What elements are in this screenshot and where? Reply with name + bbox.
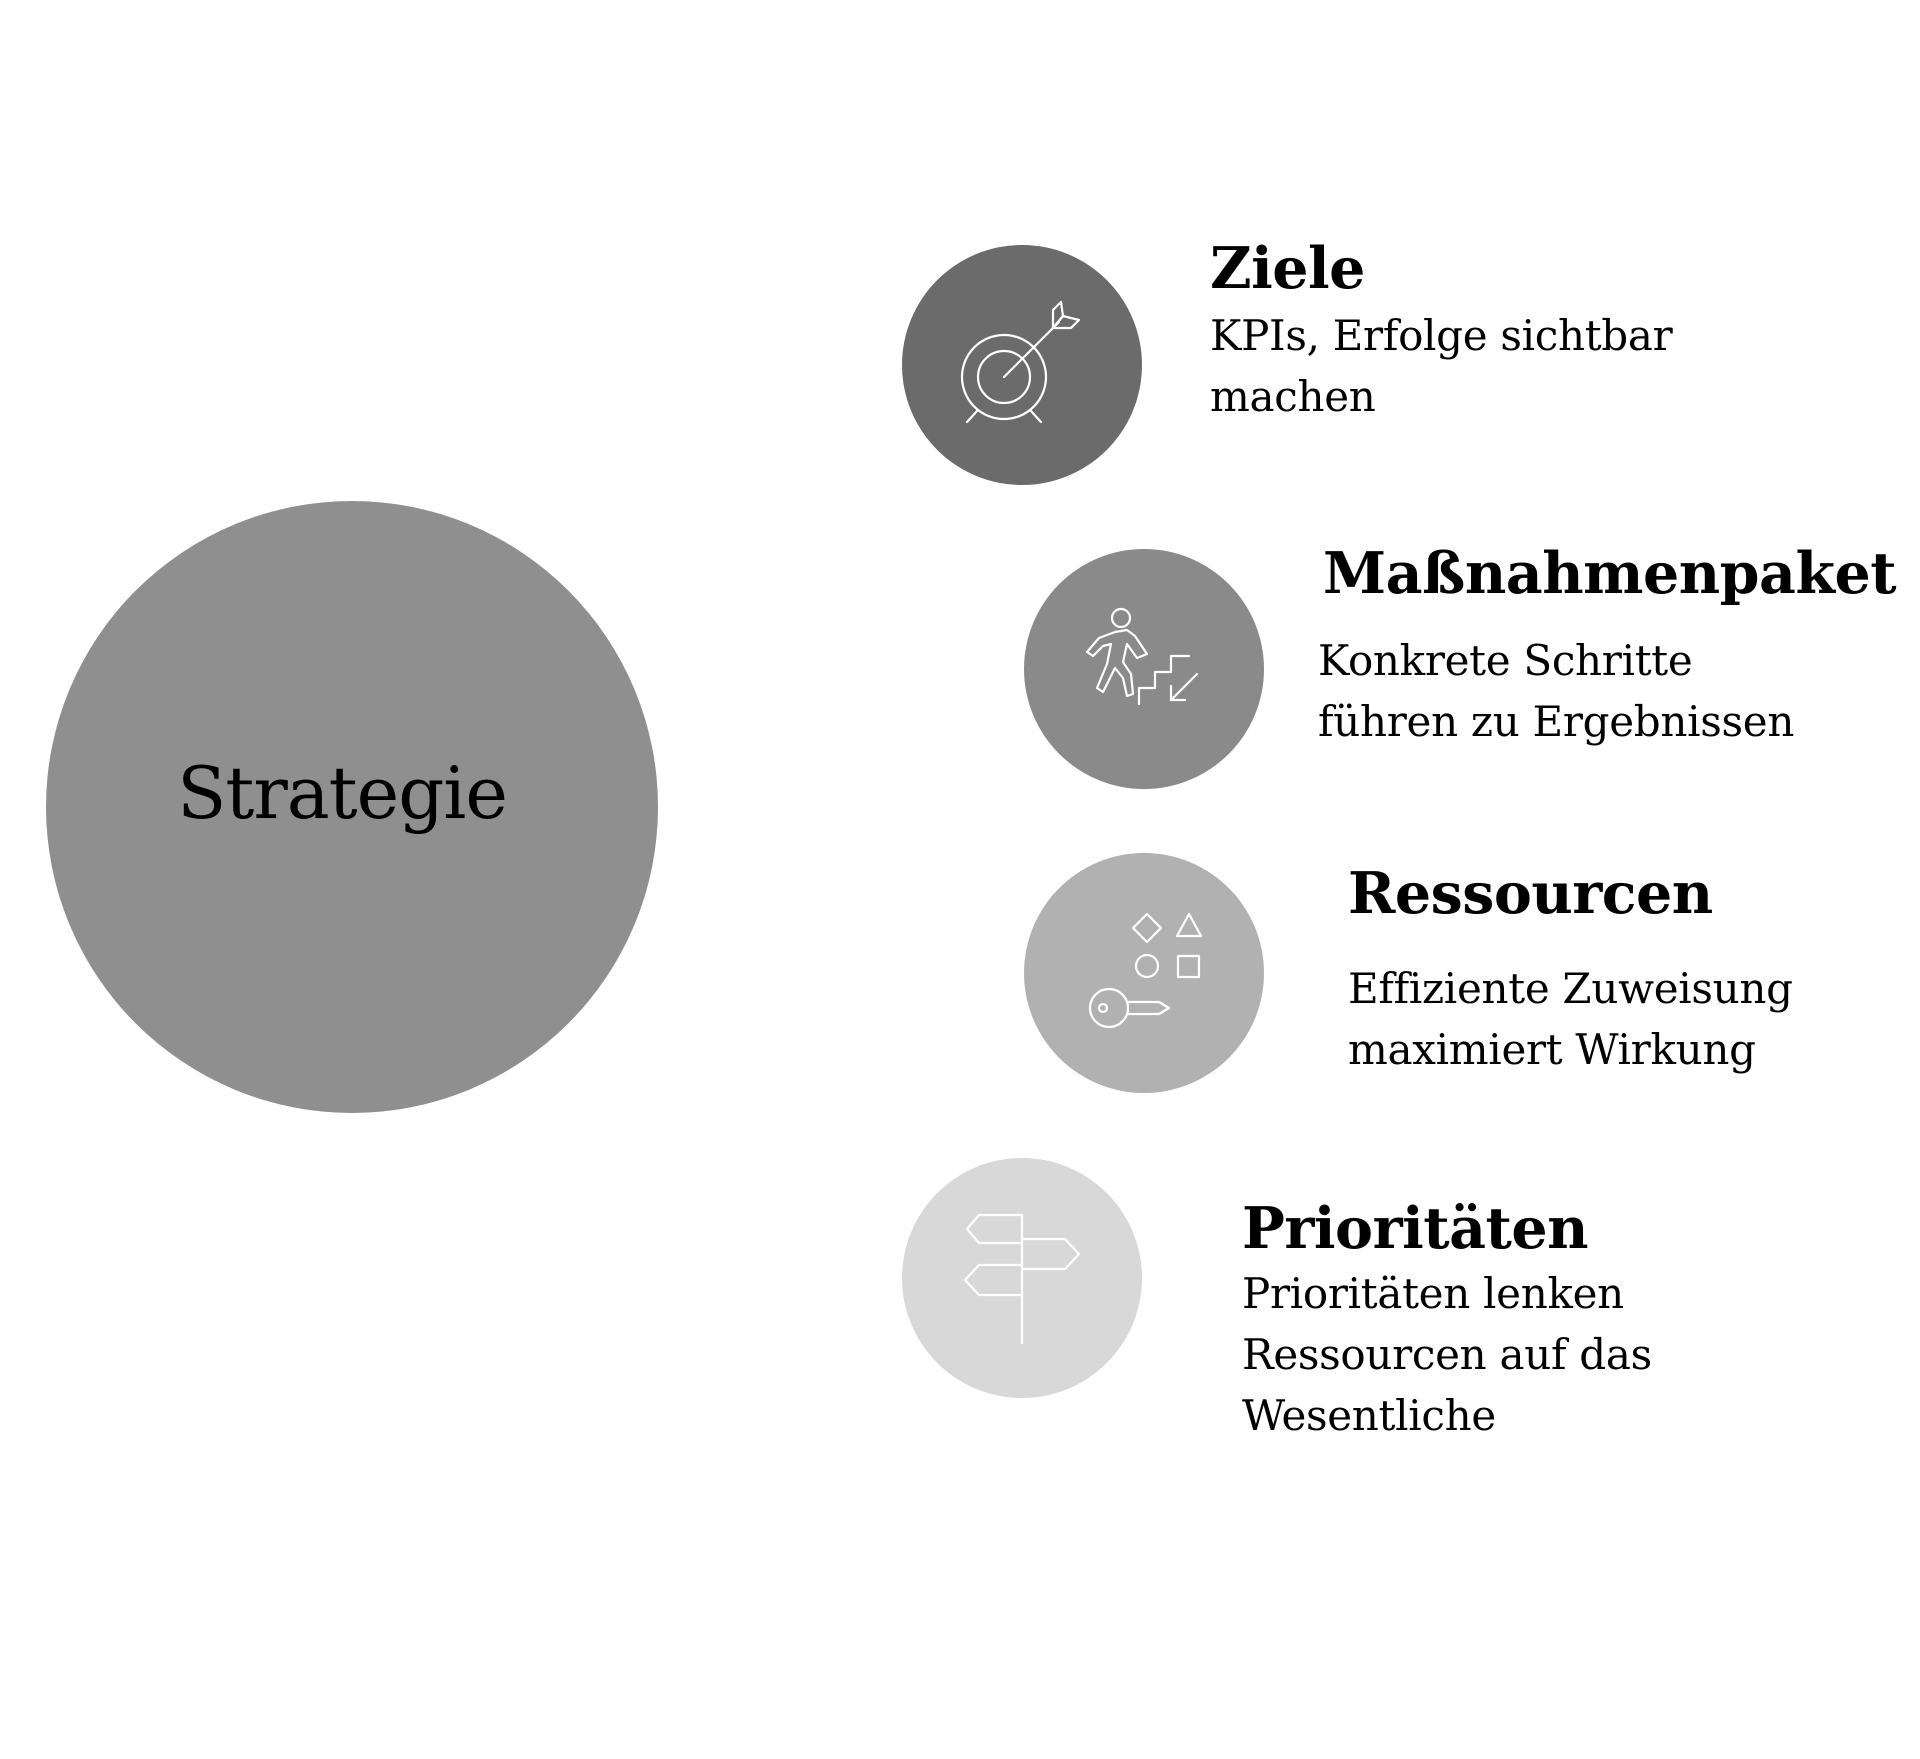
measures-title: Maßnahmenpaket — [1323, 540, 1897, 607]
key-and-shapes-icon — [1088, 912, 1203, 1029]
priorities-circle — [902, 1158, 1142, 1398]
resources-title: Ressourcen — [1348, 860, 1713, 927]
strategy-label: Strategie — [177, 751, 508, 835]
target-icon — [960, 300, 1081, 424]
resources-circle — [1024, 853, 1264, 1093]
signpost-icon — [963, 1213, 1081, 1345]
goals-description: KPIs, Erfolge sichtbar machen — [1210, 311, 1673, 421]
resources-description: Effiziente Zuweisung maximiert Wirkung — [1348, 964, 1793, 1074]
goals-title: Ziele — [1210, 235, 1365, 302]
priorities-description: Prioritäten lenken Ressourcen auf das We… — [1242, 1269, 1652, 1440]
strategy-circle: Strategie — [46, 501, 658, 1113]
measures-description: Konkrete Schritte führen zu Ergebnissen — [1318, 636, 1795, 746]
priorities-title: Prioritäten — [1242, 1195, 1589, 1262]
goals-circle — [902, 245, 1142, 485]
measures-circle — [1024, 549, 1264, 789]
person-climbing-stairs-icon — [1085, 607, 1199, 706]
